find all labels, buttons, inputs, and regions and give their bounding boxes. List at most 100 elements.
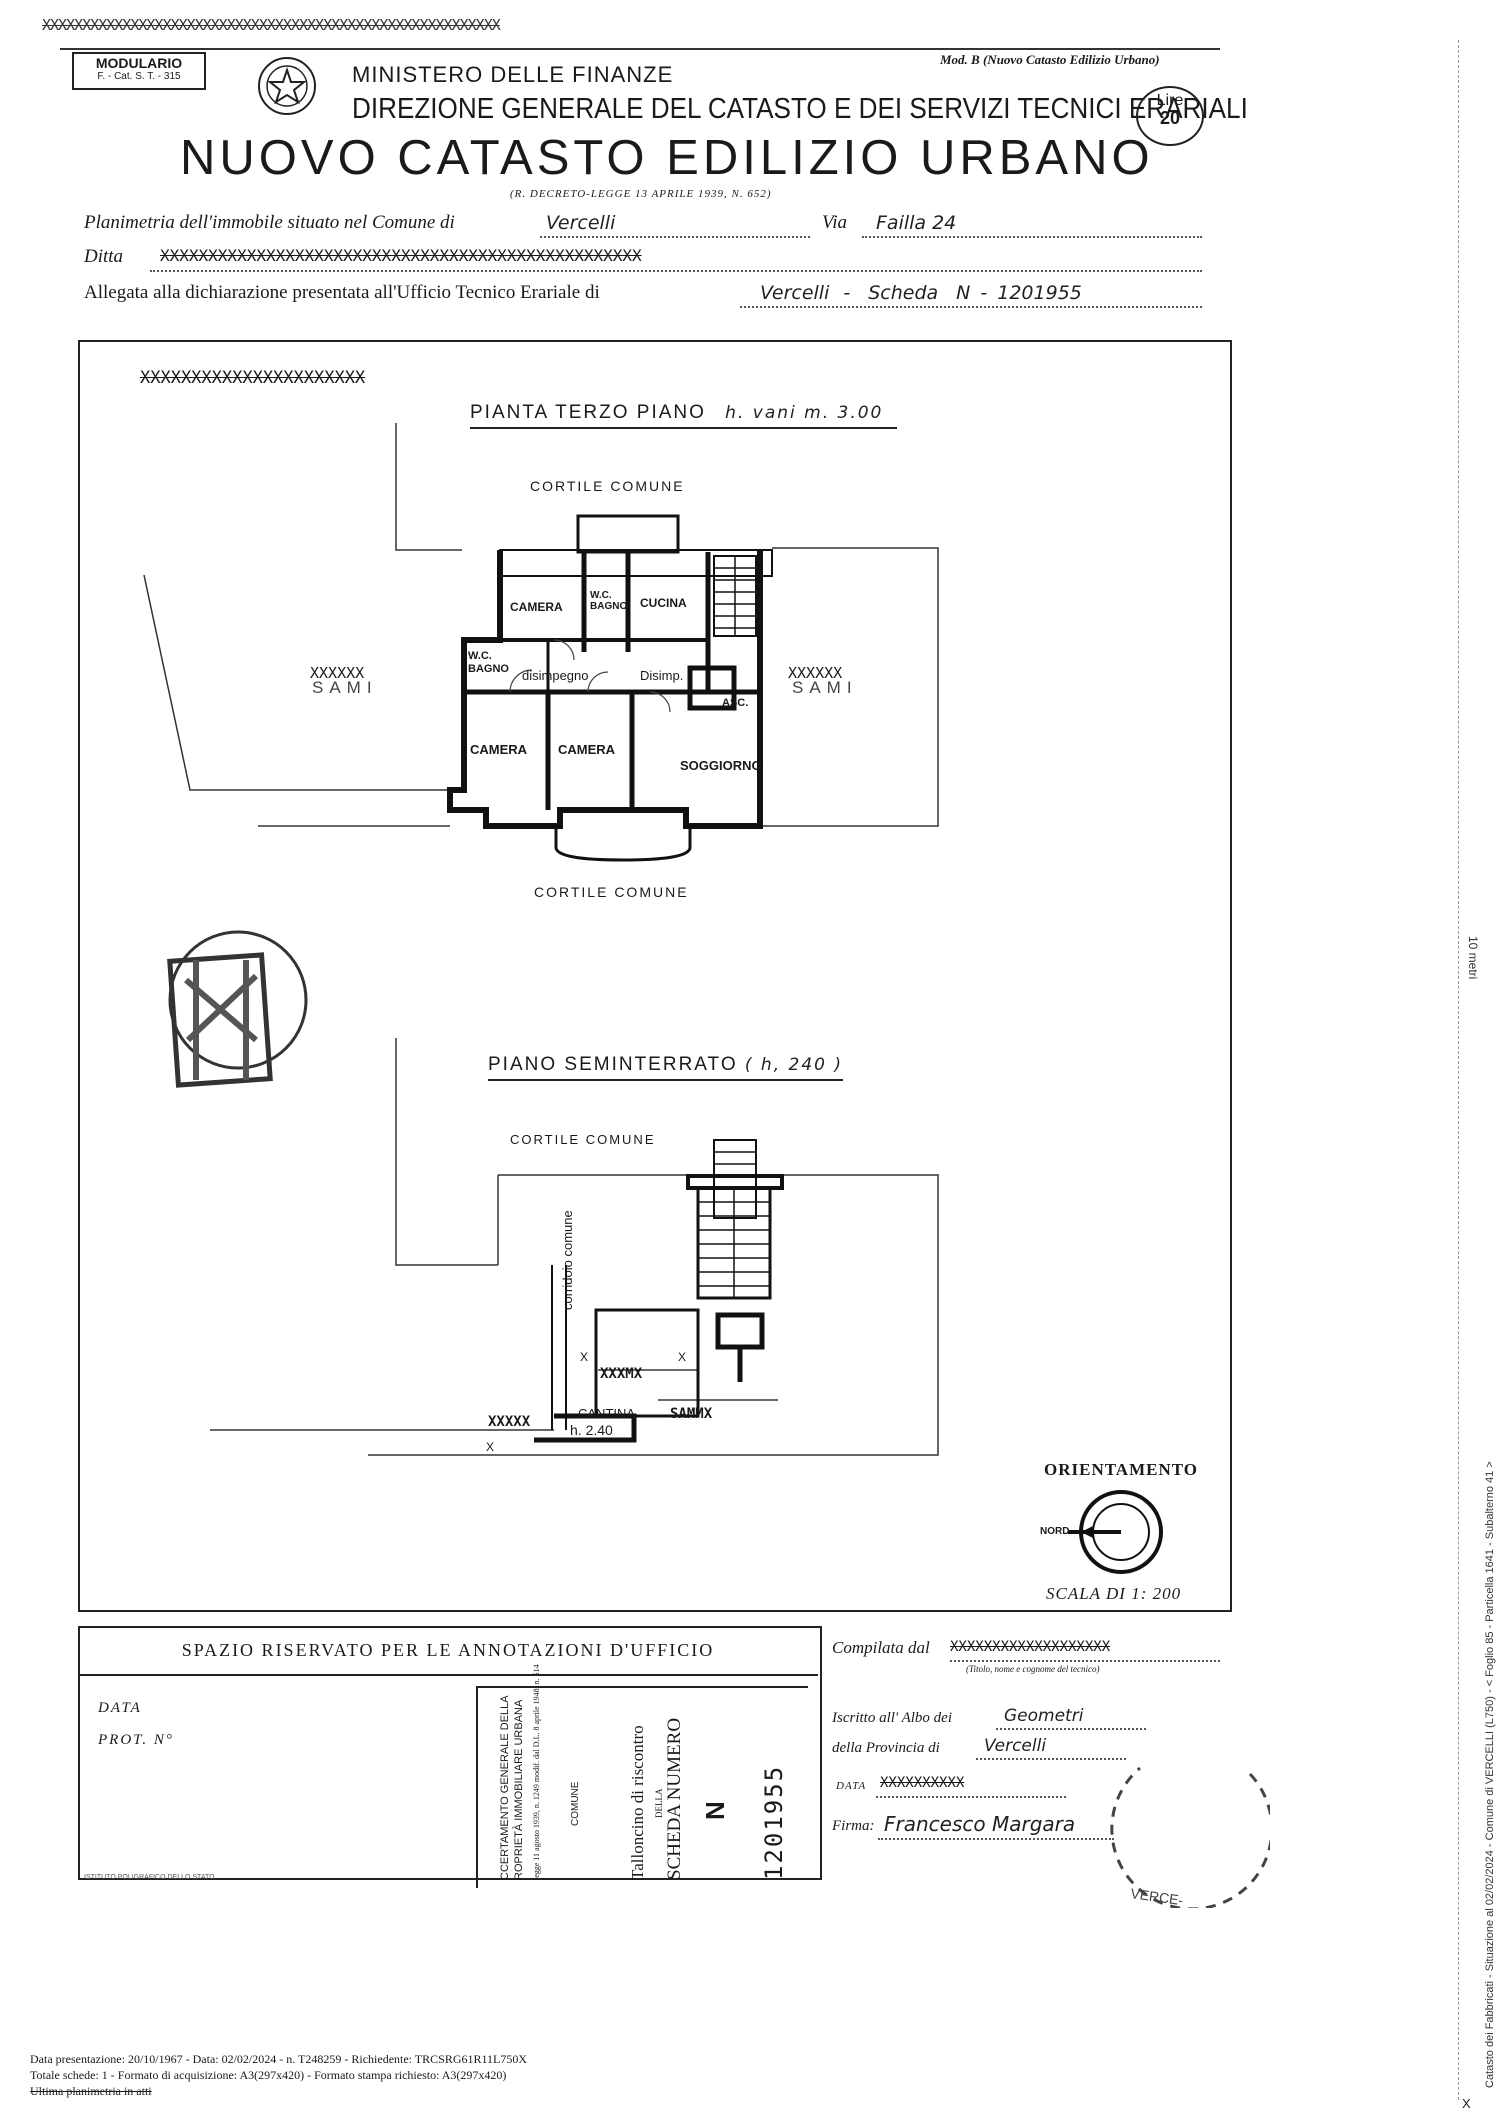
- stub-box: [476, 1686, 808, 1888]
- lire-label: Lire: [1156, 92, 1184, 109]
- cortile-bottom: CORTILE COMUNE: [534, 884, 689, 900]
- room-soggiorno: SOGGIORNO: [680, 758, 762, 773]
- planimetria-label: Planimetria dell'immobile situato nel Co…: [84, 212, 455, 233]
- scheda-n: N: [956, 282, 971, 304]
- modulario-box: MODULARIO F. - Cat. S. T. - 315: [72, 52, 206, 90]
- corridor-label: corridoio comune: [560, 1210, 575, 1310]
- compilata-value: XXXXXXXXXXXXXXXXXXX: [950, 1639, 1111, 1655]
- room-wc-bagno-2: W.C. BAGNO: [468, 650, 509, 675]
- scheda-value: 1201955: [997, 282, 1082, 304]
- site-outline-left-top: [395, 423, 462, 551]
- third-floor-title-text: PIANTA TERZO PIANO: [470, 402, 706, 423]
- room-wc-bagno-1: W.C. BAGNO: [590, 590, 628, 612]
- iscritto-label: Iscritto all' Albo dei: [832, 1710, 953, 1726]
- stub-law: legge 11 agosto 1939, n. 1249 modif. dal…: [532, 1664, 541, 1880]
- side-scale-rule: [1458, 40, 1460, 2100]
- stub-n: N: [700, 1801, 730, 1820]
- emblem-icon: [258, 57, 316, 115]
- provincia-field: Vercelli: [976, 1736, 1126, 1760]
- firma-field: Francesco Margara: [878, 1812, 1114, 1840]
- iscritto-field: Geometri: [996, 1706, 1146, 1730]
- room-disimpegno: disimpegno: [522, 668, 589, 683]
- lift-label: ASC.: [722, 697, 749, 709]
- ministry-name: MINISTERO DELLE FINANZE: [352, 62, 674, 87]
- left-neighbour-mark: XXXXXX: [310, 664, 365, 682]
- footer-line-1: Data presentazione: 20/10/1967 - Data: 0…: [30, 2052, 528, 2066]
- firma-label: Firma:: [832, 1818, 875, 1834]
- office-header-text: SPAZIO RISERVATO PER LE ANNOTAZIONI D'UF…: [181, 1640, 715, 1660]
- room-camera-1: CAMERA: [510, 600, 563, 614]
- ditta-value: XXXXXXXXXXXXXXXXXXXXXXXXXXXXXXXXXXXXXXXX…: [160, 246, 642, 265]
- stub-institution: CCERTAMENTO GENERALE DELLA ROPRIETÀ IMMO…: [498, 1695, 526, 1880]
- basement-stairs-top: [713, 1139, 757, 1219]
- basement-left-mark: XXXXX: [488, 1414, 531, 1430]
- allegata-value: Vercelli: [760, 282, 830, 304]
- via-label: Via: [822, 212, 847, 233]
- topline-redaction: XXXXXXXXXXXXXXXXXXXXXXXXXXXXXXXXXXXXXXXX…: [42, 16, 501, 34]
- basement-site-left: [395, 1038, 498, 1266]
- mark-x-1: X: [486, 1440, 495, 1454]
- stub-number: 1201955: [760, 1764, 788, 1880]
- basement-right-mark: SAMMX: [670, 1406, 713, 1422]
- office-data-label: DATA: [98, 1700, 142, 1716]
- room-disimp: Disimp.: [640, 668, 684, 683]
- firma-data-label: DATA: [836, 1780, 867, 1792]
- corner-x: X: [1462, 2096, 1471, 2111]
- plan-frame: [78, 340, 1232, 1612]
- firma-data-value: XXXXXXXXXX: [880, 1775, 965, 1791]
- north-label: NORD: [1040, 1526, 1070, 1537]
- mod-b-label: Mod. B (Nuovo Catasto Edilizio Urbano): [940, 52, 1160, 67]
- right-neighbour-name: SAMI: [792, 678, 858, 697]
- crossed-reference: XXXXXXXXXXXXXXXXXXXXXX: [140, 368, 366, 388]
- provincia-value: Vercelli: [984, 1736, 1047, 1756]
- stub-della: DELLA: [654, 1788, 664, 1819]
- apartment-outline: [447, 550, 763, 829]
- footer-line-2: Totale schede: 1 - Formato di acquisizio…: [30, 2068, 507, 2082]
- direzione-name: DIREZIONE GENERALE DEL CATASTO E DEI SER…: [352, 93, 1248, 125]
- decree-label: (R. DECRETO-LEGGE 13 APRILE 1939, N. 652…: [510, 188, 772, 200]
- office-prot-label: PROT. N°: [98, 1732, 174, 1748]
- stub-scheda-numero: SCHEDA NUMERO: [664, 1717, 685, 1880]
- svg-text:VERCE-: VERCE-: [1130, 1885, 1185, 1908]
- ten-metri-label: 10 metri: [1466, 936, 1480, 980]
- right-neighbour-mark: XXXXXX: [788, 664, 843, 682]
- cantina-room: [594, 1308, 700, 1418]
- allegata-field: Vercelli - Scheda N - 1201955: [740, 282, 1202, 308]
- modulario-title: MODULARIO: [95, 55, 183, 71]
- tipografia-label: ISTITUTO POLIGRAFICO DELLO STATO: [84, 1874, 215, 1881]
- via-field: Failla 24: [862, 212, 1202, 238]
- stub-line-1: CCERTAMENTO GENERALE DELLA: [499, 1695, 511, 1880]
- cortile-top: CORTILE COMUNE: [530, 478, 685, 494]
- cantina-height: h. 2.40: [570, 1422, 613, 1438]
- compilata-field: XXXXXXXXXXXXXXXXXXX: [950, 1638, 1220, 1662]
- compilata-label: Compilata dal: [832, 1638, 930, 1657]
- round-stamp: [168, 930, 308, 1070]
- lire-value: 20: [1159, 108, 1181, 128]
- provincial-stamp-icon: VERCE-: [1110, 1766, 1270, 1908]
- comune-value: Vercelli: [546, 212, 616, 234]
- basement-title: PIANO SEMINTERRATO ( h, 240 ): [488, 1054, 843, 1081]
- main-title: NUOVO CATASTO EDILIZIO URBANO: [180, 131, 1154, 185]
- side-vertical-info: Catasto dei Fabbricati - Situazione al 0…: [1484, 1461, 1496, 2088]
- bay-window: [554, 826, 692, 862]
- floor-plan-drawing: [143, 423, 1163, 1574]
- scale-label: SCALA DI 1: 200: [1046, 1584, 1182, 1603]
- basement-title-text: PIANO SEMINTERRATO: [488, 1054, 738, 1075]
- cortile-basement: CORTILE COMUNE: [510, 1132, 656, 1147]
- mark-x-3: X: [678, 1350, 687, 1364]
- titolo-note: (Titolo, nome e cognome del tecnico): [966, 1664, 1100, 1674]
- scheda-label: Scheda: [868, 282, 939, 304]
- basement-site-right: [368, 1174, 939, 1456]
- office-box: [78, 1626, 822, 1880]
- allegata-label: Allegata alla dichiarazione presentata a…: [84, 282, 600, 303]
- room-camera-3: CAMERA: [558, 742, 616, 757]
- basement-height: ( h, 240 ): [744, 1055, 843, 1075]
- stub-line-2: ROPRIETÀ IMMOBILIARE URBANA: [513, 1699, 525, 1880]
- left-neighbour-name: SAMI: [312, 678, 378, 697]
- room-camera-2: CAMERA: [470, 742, 528, 757]
- lire-stamp: Lire 20: [1136, 86, 1204, 146]
- site-outline-left: [143, 574, 450, 791]
- stub-comune: COMUNE: [570, 1781, 581, 1826]
- stub-tallon: Talloncino di riscontro: [628, 1725, 647, 1880]
- cantina-mark: XXXMX: [600, 1366, 643, 1382]
